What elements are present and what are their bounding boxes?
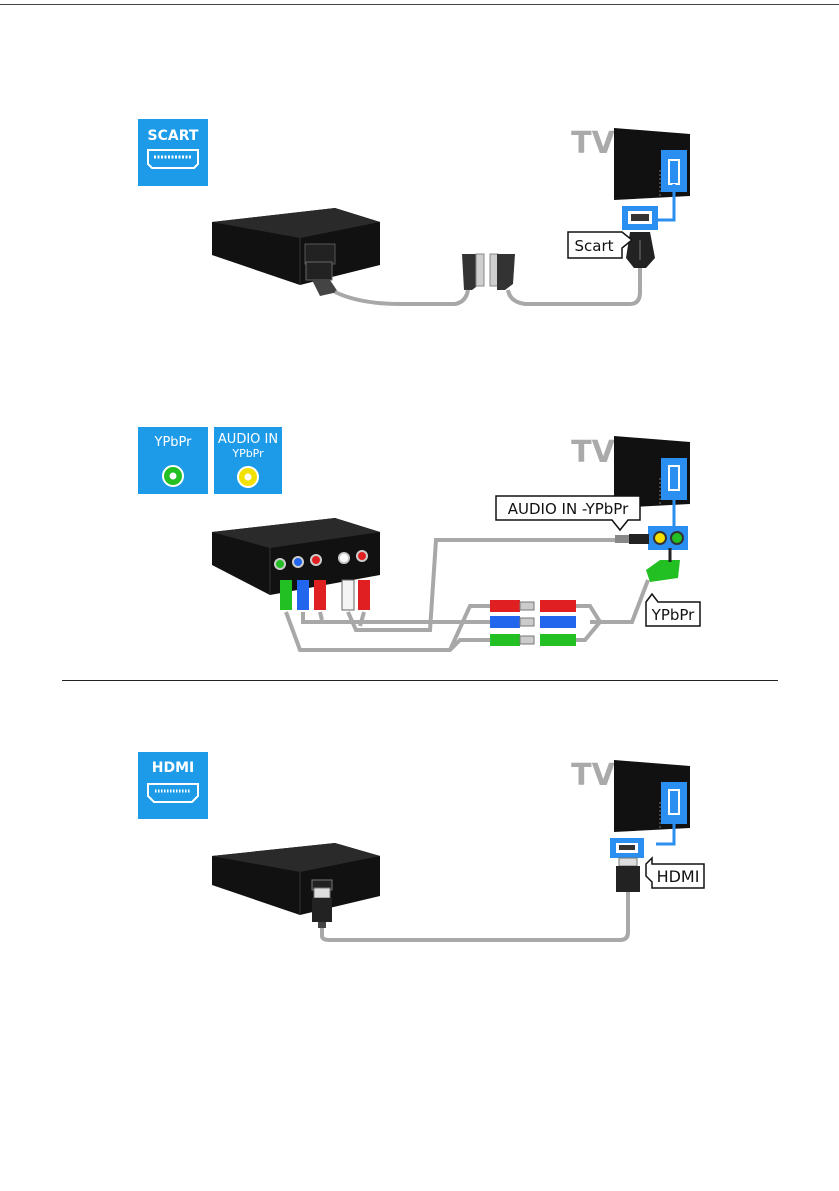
hdmi-cable — [320, 890, 630, 942]
component-plugs — [280, 579, 370, 611]
tv-label: TV — [571, 435, 615, 470]
set-top-box — [212, 518, 380, 595]
tv-hdmi-port — [610, 838, 644, 858]
top-divider — [0, 4, 839, 5]
audio-in-icon-label-line2: YPbPr — [231, 447, 264, 460]
component-green-plug — [646, 548, 680, 582]
tv-scart-port — [622, 206, 658, 230]
scart-callout-label: Scart — [574, 237, 613, 255]
hdmi-callout: HDMI — [645, 856, 705, 889]
ypbpr-icon-label: YPbPr — [154, 435, 193, 450]
tv-label: TV — [571, 758, 615, 793]
hdmi-port-icon: HDMI — [138, 752, 208, 819]
ypbpr-icon: YPbPr — [138, 427, 208, 494]
ypbpr-callout-label: YPbPr — [651, 606, 696, 624]
scart-plug — [462, 253, 485, 290]
component-coupler — [490, 600, 576, 646]
scart-plug — [489, 253, 515, 290]
scart-callout: Scart — [567, 231, 634, 259]
scart-cable — [334, 289, 470, 306]
hdmi-section: HDMI TV — [138, 752, 705, 942]
scart-section: SCART — [138, 119, 690, 306]
scart-icon-label: SCART — [148, 128, 199, 144]
ypbpr-section: YPbPr AUDIO IN YPbPr — [138, 427, 701, 652]
set-top-box — [212, 208, 380, 285]
scart-cable — [506, 268, 642, 306]
scart-port-icon: SCART — [138, 119, 208, 186]
component-cables — [284, 538, 650, 652]
scart-plug — [626, 232, 655, 268]
tv-label: TV — [571, 126, 615, 161]
audio-in-ypbpr-icon: AUDIO IN YPbPr — [214, 427, 282, 494]
audio-mini-jack — [615, 534, 649, 544]
audio-in-ypbpr-callout-label: AUDIO IN -YPbPr — [508, 500, 629, 518]
set-top-box — [212, 843, 380, 915]
hdmi-plug — [616, 857, 640, 892]
section-divider — [62, 680, 778, 681]
hdmi-plug — [312, 887, 332, 928]
tv-ypbpr-jacks — [648, 526, 688, 550]
tv-set — [614, 760, 690, 846]
audio-in-icon-label-line1: AUDIO IN — [218, 432, 278, 447]
scart-plug — [305, 261, 338, 296]
tv-set — [614, 436, 690, 526]
hdmi-callout-label: HDMI — [657, 867, 700, 886]
tv-set — [614, 128, 690, 222]
audio-in-ypbpr-callout: AUDIO IN -YPbPr — [495, 495, 641, 532]
hdmi-icon-label: HDMI — [152, 760, 194, 776]
ypbpr-callout: YPbPr — [645, 592, 701, 627]
